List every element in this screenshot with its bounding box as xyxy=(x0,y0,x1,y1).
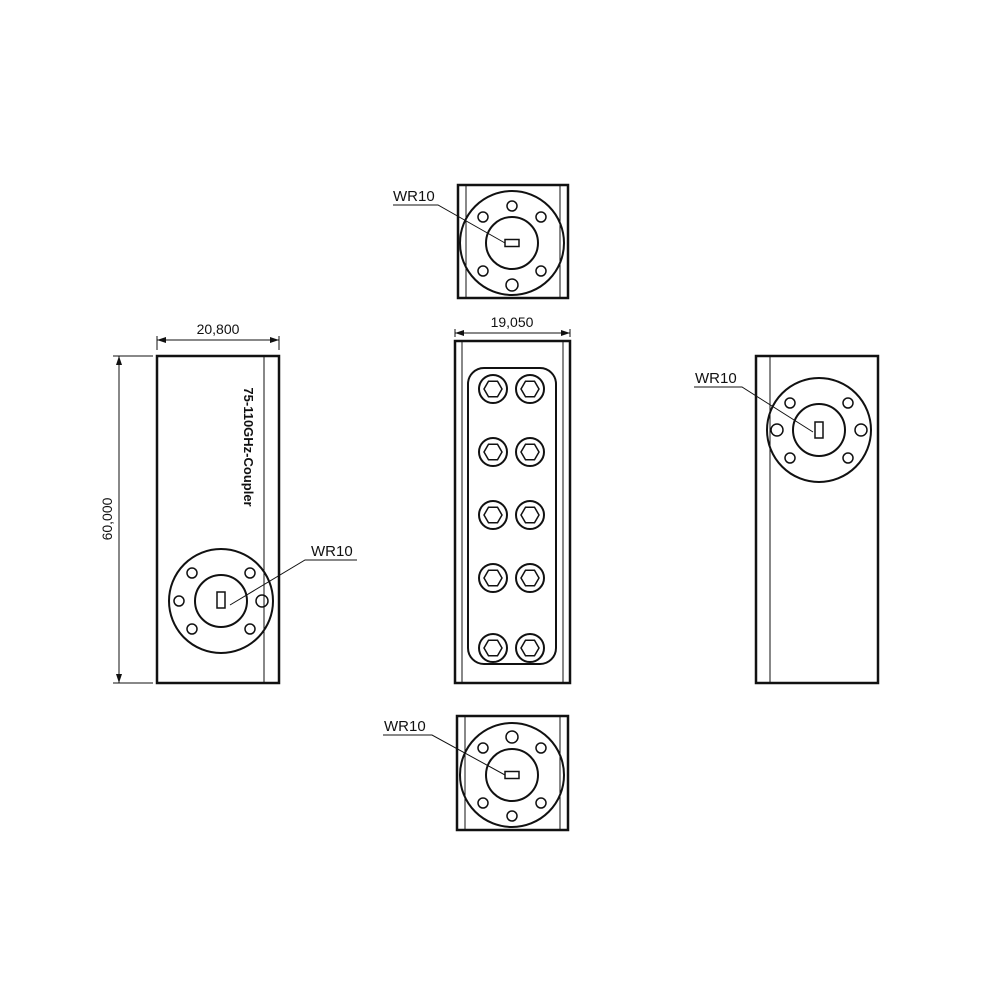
screw-array xyxy=(478,374,545,663)
hex-screw-icon xyxy=(515,563,545,593)
bottom-end-view: WR10 xyxy=(383,714,570,832)
dimension-center-width: 19,050 xyxy=(491,314,534,330)
right-side-view: WR10 xyxy=(694,354,880,685)
hex-screw-icon xyxy=(515,374,545,404)
hex-screw-icon xyxy=(515,437,545,467)
hex-screw-icon xyxy=(515,633,545,663)
leader-line-top xyxy=(393,204,506,244)
waveguide-flange-icon xyxy=(459,722,565,828)
hex-screw-icon xyxy=(478,374,508,404)
port-label-right: WR10 xyxy=(695,370,737,387)
top-end-view: WR10 xyxy=(393,183,570,300)
leader-line-bottom xyxy=(383,734,506,776)
hex-screw-icon xyxy=(478,500,508,530)
port-label-top: WR10 xyxy=(393,188,435,205)
waveguide-flange-icon xyxy=(168,548,274,654)
hex-screw-icon xyxy=(478,563,508,593)
waveguide-flange-icon xyxy=(766,377,872,483)
leader-line-left xyxy=(229,559,357,606)
left-side-view: 20,800 60,000 75-110GHz-Coupler WR10 xyxy=(99,321,357,685)
dimension-left-height: 60,000 xyxy=(99,497,115,540)
hex-screw-icon xyxy=(478,437,508,467)
dimension-left-width: 20,800 xyxy=(197,321,240,337)
waveguide-flange-icon xyxy=(459,190,565,296)
center-top-view: 19,050 xyxy=(453,314,572,685)
engraving-text: 75-110GHz-Coupler xyxy=(241,387,256,506)
port-label-left: WR10 xyxy=(311,543,353,560)
leader-line-right xyxy=(694,386,814,433)
port-label-bottom: WR10 xyxy=(384,718,426,735)
hex-screw-icon xyxy=(515,500,545,530)
hex-screw-icon xyxy=(478,633,508,663)
